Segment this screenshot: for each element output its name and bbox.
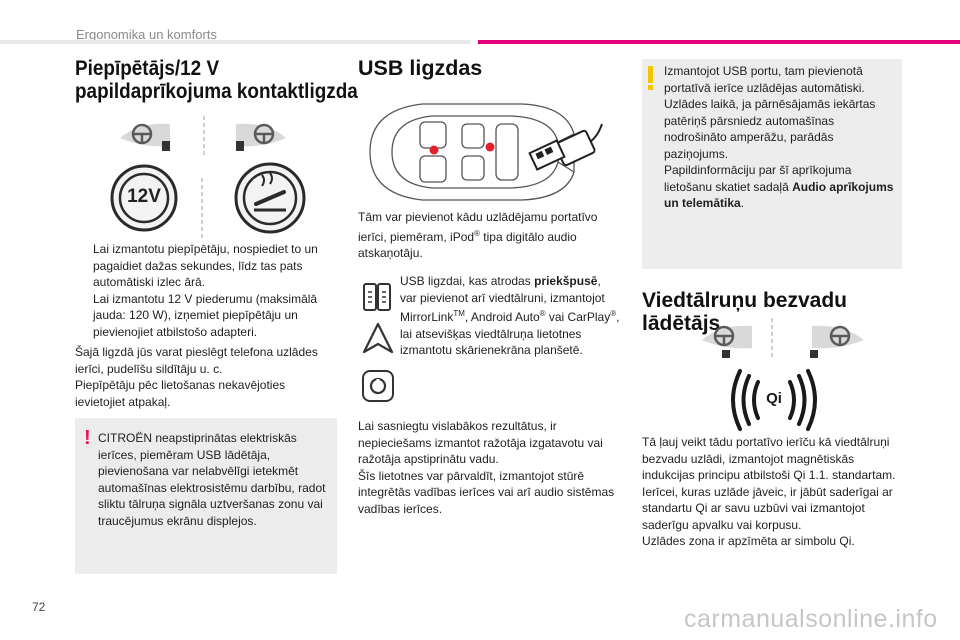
section-title-usb: USB ligzdas bbox=[358, 56, 483, 80]
warning-text: CITROËN neapstiprinātas elektriskās ierī… bbox=[98, 431, 326, 528]
cigarette-lighter-icon bbox=[234, 162, 306, 234]
usb-front-paragraph: USB ligzdai, kas atrodas priekšpusē, var… bbox=[400, 274, 620, 357]
section-title-wireless-charger: Viedtālruņu bezvadu lādētājs bbox=[642, 289, 847, 335]
info-icon bbox=[648, 66, 653, 83]
list-item: Lai izmantotu 12 V piederumu (maksimālā … bbox=[93, 291, 318, 339]
warning-box bbox=[75, 418, 337, 574]
warning-icon: ! bbox=[84, 427, 91, 449]
page-number: 72 bbox=[32, 600, 46, 614]
usb-cable-paragraph: Lai sasniegtu vislabākos rezultātus, ir … bbox=[358, 419, 615, 516]
rhd-steering-icon bbox=[810, 325, 864, 358]
carplay-icon bbox=[362, 370, 394, 402]
socket-usage-paragraph: Šajā ligzdā jūs varat pieslēgt telefona … bbox=[75, 345, 318, 409]
list-item: Lai izmantotu piepīpētāju, nospiediet to… bbox=[93, 242, 318, 289]
car-usb-diagram bbox=[369, 103, 603, 201]
usb-location-dot bbox=[485, 142, 495, 152]
qi-label: Qi bbox=[766, 390, 782, 407]
usb-intro-paragraph: Tām var pievienot kādu uzlādējamu portat… bbox=[358, 210, 598, 260]
drive-side-icons bbox=[702, 318, 864, 360]
header-rule bbox=[0, 40, 470, 44]
info-text: Izmantojot USB portu, tam pievienotā por… bbox=[664, 64, 894, 210]
android-auto-icon bbox=[362, 322, 394, 354]
12v-socket-icon bbox=[110, 164, 178, 232]
running-header: Ergonomika un komforts bbox=[76, 27, 217, 42]
info-icon-dot bbox=[648, 85, 653, 90]
header-accent-bar bbox=[478, 40, 960, 44]
watermark: carmanualsonline.info bbox=[684, 605, 938, 633]
lighter-instructions: Lai izmantotu piepīpētāju, nospiediet to… bbox=[75, 241, 335, 340]
mirrorlink-icon bbox=[363, 283, 391, 311]
rhd-steering-icon bbox=[236, 123, 286, 151]
lhd-steering-icon bbox=[702, 325, 752, 358]
12v-label: 12V bbox=[127, 186, 161, 207]
qi-wireless-icon bbox=[731, 369, 817, 431]
lhd-steering-icon bbox=[120, 123, 170, 151]
usb-plug-icon bbox=[528, 123, 603, 171]
icon-divider bbox=[201, 178, 203, 238]
info-box bbox=[642, 59, 902, 269]
section-title-cigarette-lighter: Piepīpētājs/12 V papildaprīkojuma kontak… bbox=[75, 56, 358, 103]
drive-side-icons bbox=[120, 116, 286, 158]
usb-location-dot bbox=[429, 145, 439, 155]
wireless-charger-paragraph: Tā ļauj veikt tādu portatīvo ierīču kā v… bbox=[642, 435, 896, 548]
